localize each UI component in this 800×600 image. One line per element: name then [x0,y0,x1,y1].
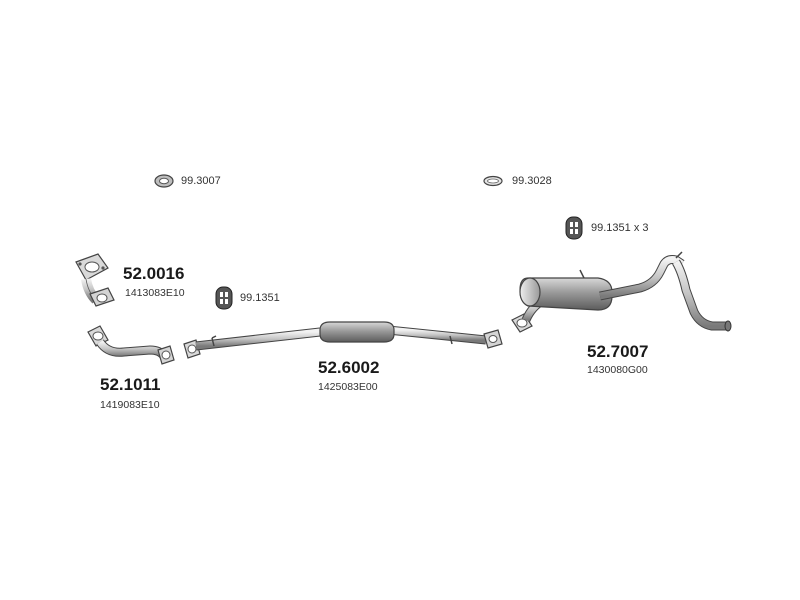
gasket-99-3007-label: 99.3007 [181,175,221,187]
front-pipe-52-1011 [87,325,175,365]
part-52-6002-oe: 1425083E00 [318,381,378,393]
hanger-mid-label: 99.1351 [240,292,280,304]
part-52-6002-number: 52.6002 [318,358,380,377]
flange-pipe-52-0016 [75,253,115,307]
part-52-1011-number: 52.1011 [100,375,161,394]
rubber-hanger-rear [565,216,583,240]
gasket-ring-99-3028 [483,175,503,187]
part-52-0016-oe: 1413083E10 [125,287,185,299]
rear-muffler-52-7007 [511,251,732,333]
hanger-rear-label: 99.1351 x 3 [591,222,649,234]
part-52-1011-oe: 1419083E10 [100,399,160,411]
part-52-7007-number: 52.7007 [587,342,649,361]
rubber-hanger-mid [215,286,233,310]
center-pipe-52-6002 [183,321,503,359]
part-52-7007-oe: 1430080G00 [587,364,648,376]
part-52-0016-number: 52.0016 [123,264,185,283]
gasket-99-3028-label: 99.3028 [512,175,552,187]
gasket-ring-99-3007 [154,174,174,188]
